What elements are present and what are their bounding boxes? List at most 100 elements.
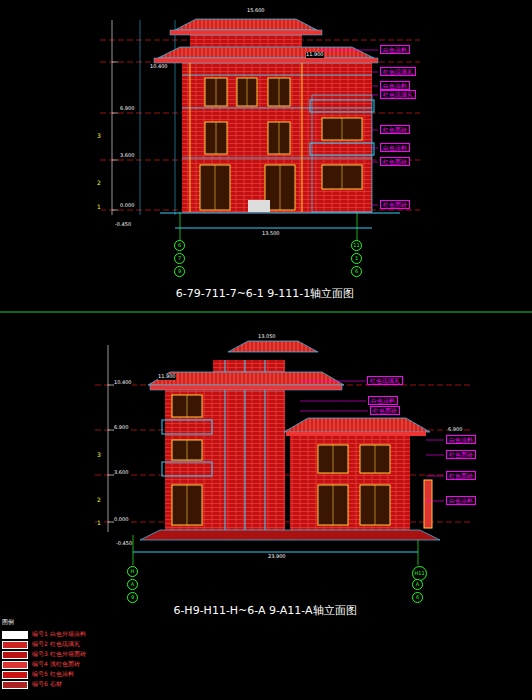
callout-text: 红色面砖 <box>383 158 407 165</box>
legend-row: 编号6 石材 <box>2 680 62 689</box>
callout-text: 红色面砖 <box>449 472 473 479</box>
callout-text: 白色涂料 <box>449 497 473 504</box>
legend-heading: 图例 <box>2 619 14 626</box>
material-callout: 红色琉璃瓦 <box>380 90 416 99</box>
top-elevation <box>100 19 420 240</box>
level-dimension: 11.900 <box>158 374 176 380</box>
level-dimension: 3 <box>97 133 101 140</box>
axis-number: H <box>128 569 137 574</box>
axis-bubble: 9 <box>127 592 138 603</box>
axis-number: A <box>413 582 422 587</box>
legend-row: 编号2 红色琉璃瓦 <box>2 640 80 649</box>
axis-bubble: 9 <box>174 266 185 277</box>
axis-number: A <box>128 582 137 587</box>
legend-row: 编号4 浅红色面砖 <box>2 660 80 669</box>
callout-text: 红色面砖 <box>373 407 397 414</box>
legend-swatch <box>2 681 28 689</box>
material-callout: 白色涂料 <box>380 81 410 90</box>
material-callout: 红色面砖 <box>380 125 410 134</box>
legend-swatch <box>2 671 28 679</box>
material-callout: 红色琉璃瓦 <box>380 67 416 76</box>
axis-bubble: H <box>127 566 138 577</box>
level-dimension: 15.600 <box>247 8 265 14</box>
axis-bubble: 7 <box>174 253 185 264</box>
level-dimension: -0.450 <box>116 541 132 547</box>
level-dimension: 3 <box>97 452 101 459</box>
axis-bubble: 6 <box>351 266 362 277</box>
material-callout: 白色涂料 <box>446 496 476 505</box>
material-callout: 白色涂料 <box>368 396 398 405</box>
legend-text: 编号2 红色琉璃瓦 <box>32 640 80 649</box>
level-dimension: 10.400 <box>150 64 168 70</box>
material-callout: 红色面砖 <box>380 157 410 166</box>
callout-text: 白色涂料 <box>371 397 395 404</box>
material-callout: 白色涂料 <box>446 435 476 444</box>
level-dimension: 11.900 <box>306 52 324 58</box>
callout-text: 白色涂料 <box>449 436 473 443</box>
callout-text: 白色涂料 <box>383 46 407 53</box>
level-dimension: 0.000 <box>120 203 134 209</box>
level-dimension: 6.900 <box>448 427 462 433</box>
level-dimension: 0.000 <box>114 517 128 523</box>
material-callout: 红色琉璃瓦 <box>367 376 403 385</box>
level-dimension: -0.450 <box>115 222 131 228</box>
axis-bubble: A <box>412 579 423 590</box>
axis-bubble: A <box>127 579 138 590</box>
material-callout: 白色涂料 <box>380 143 410 152</box>
legend-text: 编号3 红色外墙面砖 <box>32 650 86 659</box>
level-dimension: 3.600 <box>114 470 128 476</box>
material-callout: 红色面砖 <box>370 406 400 415</box>
legend-swatch <box>2 651 28 659</box>
callout-text: 红色琉璃瓦 <box>370 377 400 384</box>
level-dimension: 13.050 <box>258 334 276 340</box>
callout-text: 红色面砖 <box>383 201 407 208</box>
level-dimension: 2 <box>97 497 101 504</box>
axis-bubble: 6 <box>412 592 423 603</box>
axis-bubble: 6 <box>174 240 185 251</box>
axis-number: 6 <box>352 269 361 274</box>
level-dimension: 1 <box>97 204 101 211</box>
axis-number: 1 <box>352 256 361 261</box>
callout-text: 红色琉璃瓦 <box>383 91 413 98</box>
material-callout: 红色面砖 <box>446 450 476 459</box>
legend-row: 编号5 红色涂料 <box>2 670 74 679</box>
axis-number: 9 <box>128 595 137 600</box>
drawing-title: 6-79-711-7~6-1 9-111-1轴立面图 <box>176 288 355 300</box>
level-dimension: 6.900 <box>114 425 128 431</box>
legend-swatch <box>2 641 28 649</box>
drawing-title: 6-H9-H11-H~6-A 9-A11-A轴立面图 <box>173 605 356 617</box>
level-dimension: 1 <box>97 520 101 527</box>
level-dimension: 2 <box>97 180 101 187</box>
legend-row: 编号3 红色外墙面砖 <box>2 650 86 659</box>
legend-row: 编号1 白色外墙涂料 <box>2 630 86 639</box>
level-dimension: 23.900 <box>268 554 286 560</box>
callout-text: 红色面砖 <box>449 451 473 458</box>
axis-bubble: 1 <box>351 253 362 264</box>
callout-text: 红色面砖 <box>383 126 407 133</box>
legend-text: 编号5 红色涂料 <box>32 670 74 679</box>
level-dimension: 3.600 <box>120 153 134 159</box>
axis-number: 9 <box>175 269 184 274</box>
level-dimension: 6.900 <box>120 106 134 112</box>
material-callout: 红色面砖 <box>446 471 476 480</box>
callout-text: 白色涂料 <box>383 144 407 151</box>
axis-number: 6 <box>413 595 422 600</box>
legend-text: 编号6 石材 <box>32 680 62 689</box>
level-dimension: 13.500 <box>262 231 280 237</box>
bottom-elevation <box>95 341 470 565</box>
material-callout: 白色涂料 <box>380 45 410 54</box>
legend-text: 编号1 白色外墙涂料 <box>32 630 86 639</box>
legend-text: 编号4 浅红色面砖 <box>32 660 80 669</box>
legend-swatch <box>2 661 28 669</box>
axis-bubble: 11 <box>351 240 362 251</box>
axis-number: 6 <box>175 243 184 248</box>
material-callout: 红色面砖 <box>380 200 410 209</box>
axis-number: H11 <box>413 571 426 576</box>
level-dimension: 10.400 <box>114 380 132 386</box>
axis-number: 7 <box>175 256 184 261</box>
axis-number: 11 <box>352 243 361 248</box>
legend-swatch <box>2 631 28 639</box>
callout-text: 白色涂料 <box>383 82 407 89</box>
callout-text: 红色琉璃瓦 <box>383 68 413 75</box>
